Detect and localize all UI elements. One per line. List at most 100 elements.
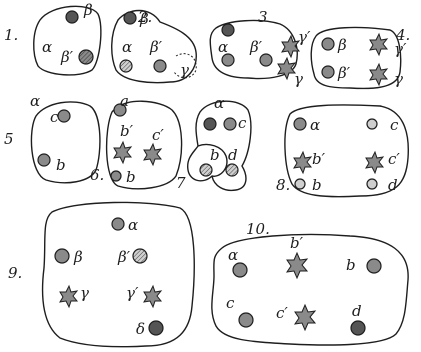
cell-dot: [322, 66, 334, 78]
figure-6: 6. a b′ c′ b: [90, 92, 182, 189]
cell-dot: [149, 321, 163, 335]
cell-dot: [367, 119, 377, 129]
cell-dot-hatch: [200, 164, 212, 176]
label-b-prime: b′: [120, 122, 134, 140]
label-c-prime: c′: [276, 304, 288, 322]
cell-dot: [295, 179, 305, 189]
label-alpha: α: [214, 94, 224, 112]
star-cell: [366, 152, 383, 173]
label-beta: β: [337, 36, 347, 54]
label-b-prime: b′: [290, 234, 304, 252]
cell-dot: [38, 154, 50, 166]
cell-dot-hatch: [79, 50, 93, 64]
cell-dot-hatch: [133, 249, 147, 263]
figure-number: 5: [4, 130, 14, 148]
label-b: b: [56, 156, 66, 174]
figure-5: 5 α c b: [4, 92, 100, 183]
cell-dot: [111, 171, 121, 181]
cell-dot: [367, 179, 377, 189]
label-c: c: [390, 116, 399, 134]
star-cell: [370, 64, 387, 85]
cell-dot: [204, 118, 216, 130]
star-cell: [144, 144, 161, 165]
label-alpha: α: [218, 38, 228, 56]
label-gamma: γ: [394, 70, 403, 88]
label-gamma: γ: [294, 70, 303, 88]
cell-dot: [112, 218, 124, 230]
label-d: d: [352, 302, 362, 320]
cell-dot-hatch: [226, 164, 238, 176]
star-cell: [114, 142, 131, 163]
label-alpha: α: [310, 116, 320, 134]
label-d: d: [228, 146, 238, 164]
label-beta-prime: β′: [249, 38, 263, 56]
cell-dot: [239, 313, 253, 327]
figure-number: 10.: [246, 220, 270, 238]
label-beta: β: [83, 1, 93, 19]
label-delta: δ: [136, 320, 145, 338]
figure-7: 7 α c b d: [176, 94, 251, 192]
cell-dot-hatch: [120, 60, 132, 72]
figure-number: 7: [176, 174, 186, 192]
label-c-prime: c′: [152, 126, 164, 144]
cell-dot: [124, 12, 136, 24]
figure-4: 4. β γ′ β′ γ: [311, 26, 410, 88]
star-cell: [294, 152, 311, 173]
label-alpha: α: [122, 38, 132, 56]
label-d: d: [388, 176, 398, 194]
figure-1: 1. β α β′: [4, 1, 101, 75]
label-beta-prime: β′: [149, 38, 163, 56]
label-a: a: [120, 92, 129, 110]
cell-dot: [224, 118, 236, 130]
figure-2: 2. β α β′ γ: [112, 8, 197, 83]
star-cell: [295, 305, 315, 330]
figure-10: 10. b′ α b c c′ d: [212, 220, 408, 345]
label-alpha: α: [228, 246, 238, 264]
label-beta-prime: β′: [117, 248, 131, 266]
cell-dot: [233, 263, 247, 277]
label-gamma-prime: γ′: [298, 28, 311, 46]
label-b: b: [126, 168, 136, 186]
label-alpha: α: [128, 216, 138, 234]
cell-dot: [154, 60, 166, 72]
label-alpha: α: [30, 92, 40, 110]
label-gamma-prime: γ′: [394, 40, 407, 58]
label-gamma-prime: γ′: [126, 284, 139, 302]
figure-3: 3 α β′ γ′ γ: [210, 8, 311, 88]
figure-number: 1.: [4, 26, 18, 44]
figure-8: 8. α c b′ c′ b d: [276, 105, 408, 197]
label-c-prime: c′: [388, 150, 400, 168]
cell-dot: [367, 259, 381, 273]
figure-number: 6.: [90, 166, 104, 184]
star-cell: [60, 286, 77, 307]
figure-number: 3: [258, 8, 268, 26]
label-b-prime: b′: [312, 150, 326, 168]
label-c: c: [238, 114, 247, 132]
label-b: b: [312, 176, 322, 194]
cell-dot: [322, 38, 334, 50]
cell-dot: [351, 321, 365, 335]
figure-number: 9.: [8, 264, 22, 282]
figure-9: 9. α β β′ γ γ′ δ: [8, 202, 194, 346]
label-alpha: α: [42, 38, 52, 56]
label-c: c: [226, 294, 235, 312]
label-b: b: [210, 146, 220, 164]
star-cell: [370, 34, 387, 55]
label-gamma: γ: [80, 284, 89, 302]
label-beta-prime: β′: [337, 64, 351, 82]
figure-number: 8.: [276, 176, 290, 194]
label-b: b: [346, 256, 356, 274]
label-beta: β: [139, 10, 149, 28]
label-beta: β: [73, 248, 83, 266]
label-gamma: γ: [180, 61, 189, 79]
star-cell: [144, 286, 161, 307]
star-cell: [287, 253, 307, 278]
cell-dot: [58, 110, 70, 122]
cell-dot: [222, 24, 234, 36]
cell-dot: [66, 11, 78, 23]
cell-dot: [294, 118, 306, 130]
cell-outline: [212, 235, 408, 345]
cell-dot: [55, 249, 69, 263]
